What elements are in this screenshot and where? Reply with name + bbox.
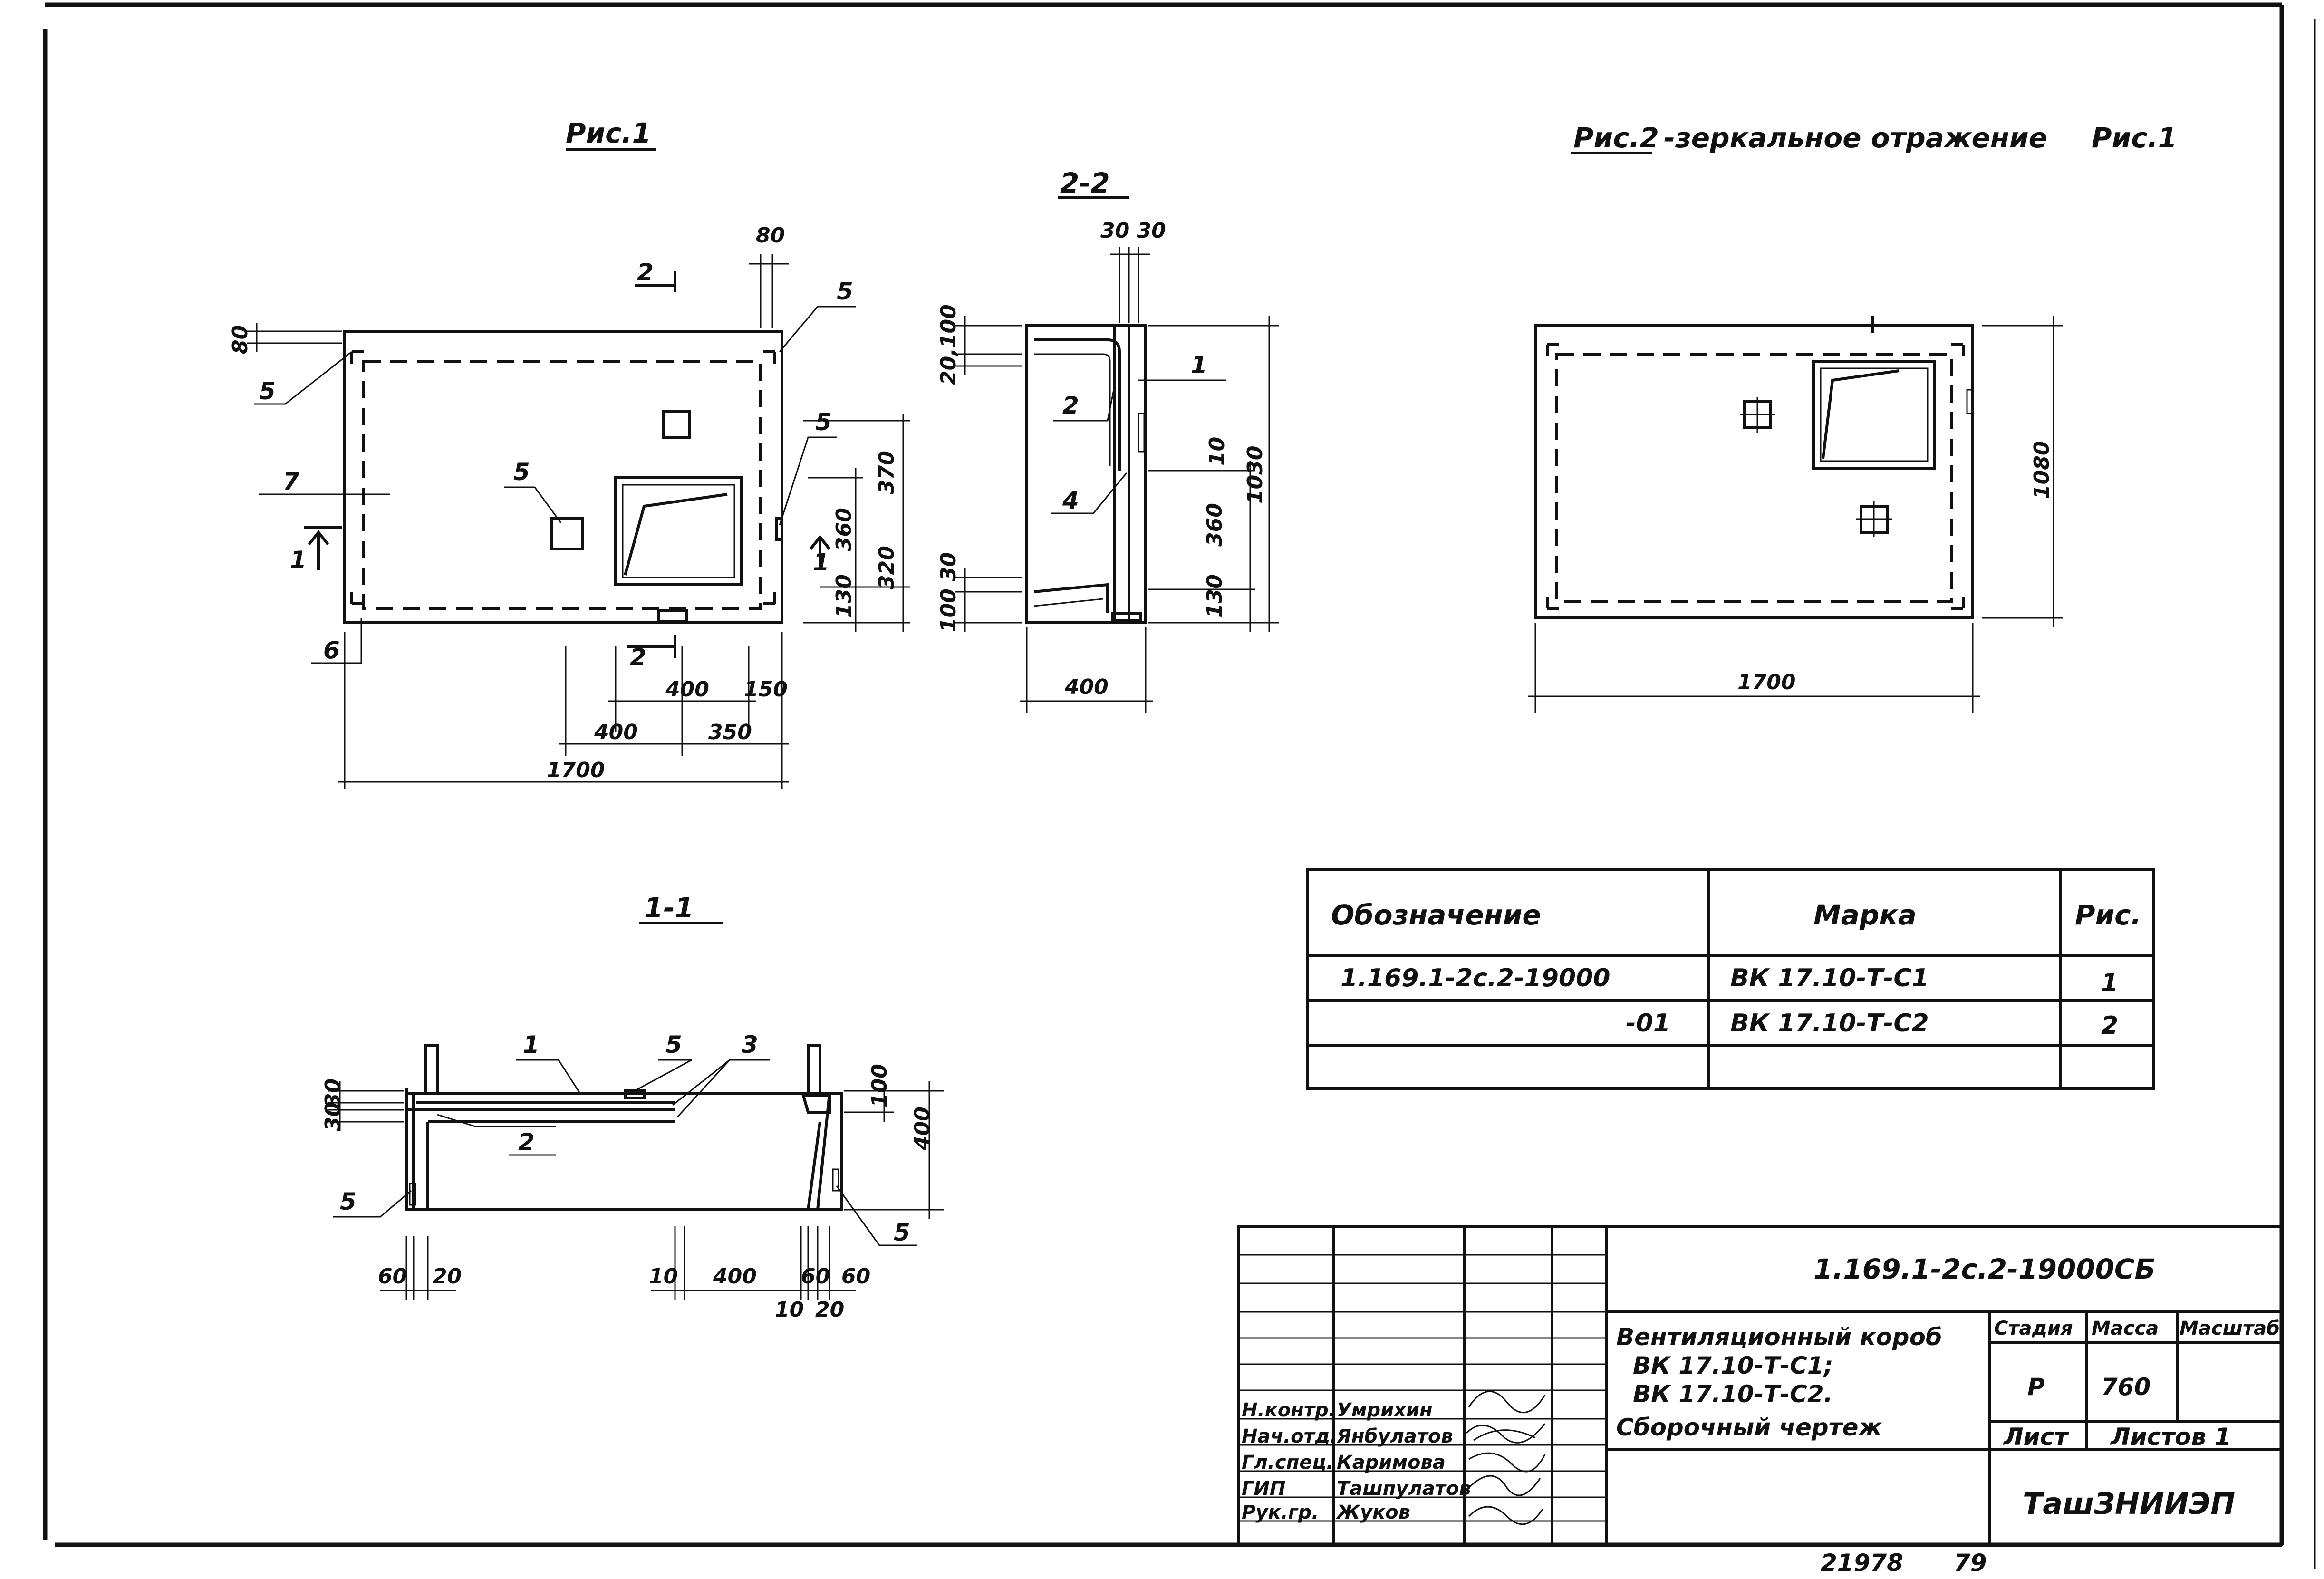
- sig-name-3: Каримова: [1337, 1452, 1446, 1473]
- sig-name-1: Умрихин: [1337, 1399, 1433, 1421]
- figure-1-plan: Рис.1 2 2 1 1 5 5 5 5: [228, 117, 910, 789]
- dim-1700-fig2: 1700: [1737, 670, 1795, 694]
- fig2-ref: Рис.1: [2092, 122, 2177, 154]
- callout-3-s11: 3: [742, 1031, 758, 1059]
- dim-130-s22: 130: [1203, 574, 1227, 618]
- spec-r2-mark: ВК 17.10-Т-С2: [1730, 1009, 1929, 1038]
- dim-130-fig1: 130: [832, 574, 856, 618]
- dim-10: 10: [1205, 437, 1229, 466]
- dim-30-30: 30 30: [1100, 219, 1166, 243]
- callout-2-s11: 2: [518, 1128, 535, 1156]
- sheets-label: Листов 1: [2110, 1423, 2231, 1451]
- callout-5-c: 5: [815, 408, 832, 436]
- sig-role-3: Гл.спец.: [1242, 1452, 1333, 1473]
- callout-5-d: 5: [513, 458, 530, 486]
- dim-400-s11-v: 400: [910, 1107, 935, 1151]
- fig2-caption: -зеркальное отражение: [1664, 122, 2047, 154]
- sig-name-2: Янбулатов: [1336, 1425, 1453, 1447]
- spec-r2-fig: 2: [2101, 1011, 2118, 1040]
- title-block: Н.контр. Умрихин Нач.отд. Янбулатов Гл.с…: [1237, 1225, 2283, 1546]
- sheet-frame: [43, 2, 2316, 1569]
- figure-2-mirror: Рис.2 -зеркальное отражение Рис.1 1080 1…: [1528, 122, 2177, 713]
- dim-30-s11-b: 30: [321, 1102, 345, 1131]
- dim-10-s11: 10: [649, 1264, 678, 1289]
- spec-r1-fig: 1: [2101, 969, 2118, 997]
- dim-20-left: 20: [433, 1264, 462, 1289]
- spec-table: Обозначение Марка Рис. 1.169.1-2с.2-1900…: [1306, 868, 2155, 1090]
- mass-value: 760: [2101, 1373, 2150, 1401]
- scale-label: Масштаб: [2179, 1318, 2280, 1339]
- callout-5-s11: 5: [665, 1031, 682, 1059]
- spec-header-mark: Марка: [1813, 899, 1917, 931]
- spec-r2-designation: -01: [1626, 1009, 1670, 1038]
- callout-5-b: 5: [837, 278, 853, 305]
- callout-5-s11-left: 5: [340, 1188, 357, 1215]
- name-line-2: ВК 17.10-Т-С1;: [1633, 1352, 1833, 1379]
- spec-r1-mark: ВК 17.10-Т-С1: [1730, 964, 1929, 992]
- dim-360-fig1: 360: [832, 508, 856, 551]
- callout-2-s22: 2: [1062, 392, 1079, 419]
- name-line-4: Сборочный чертеж: [1616, 1414, 1883, 1441]
- stage-label: Стадия: [1994, 1318, 2073, 1339]
- section-11-title: 1-1: [644, 892, 694, 924]
- fig2-title: Рис.2: [1573, 122, 1659, 154]
- cut-2-label-bottom: 2: [630, 644, 646, 671]
- mass-label: Масса: [2092, 1318, 2159, 1339]
- dim-30-s11-a: 30: [321, 1078, 345, 1107]
- dim-400-s22: 400: [1064, 675, 1109, 699]
- dim-60-left: 60: [378, 1264, 407, 1289]
- footer-num: 79: [1954, 1549, 1987, 1577]
- cut-2-label-top: 2: [637, 259, 654, 286]
- cut-1-label-left: 1: [290, 546, 307, 574]
- dim-150: 150: [744, 677, 788, 702]
- dim-100-s11: 100: [868, 1064, 892, 1107]
- sig-role-5: Рук.гр.: [1242, 1502, 1319, 1523]
- spec-r1-designation: 1.169.1-2с.2-19000: [1340, 964, 1610, 992]
- dim-80-top: 80: [756, 223, 785, 248]
- name-line-3: ВК 17.10-Т-С2.: [1633, 1380, 1833, 1408]
- dim-350: 350: [708, 720, 752, 744]
- footer-inv: 21978: [1821, 1549, 1903, 1577]
- dim-400-s11-h: 400: [713, 1264, 757, 1289]
- name-line-1: Вентиляционный короб: [1616, 1323, 1942, 1351]
- dim-20-100: 20,100: [936, 304, 961, 385]
- callout-6: 6: [323, 636, 340, 664]
- dim-80-left: 80: [228, 325, 252, 354]
- dim-320: 320: [875, 546, 899, 589]
- dim-1030: 1030: [1243, 446, 1267, 504]
- section-1-1: 1-1 1 5 3 2 5 5 30 30 100 400: [321, 892, 944, 1322]
- dim-370: 370: [875, 451, 899, 494]
- sig-name-4: Ташпулатов: [1337, 1478, 1471, 1500]
- callout-5-a: 5: [259, 377, 276, 405]
- section-22-title: 2-2: [1060, 167, 1110, 199]
- spec-header-designation: Обозначение: [1331, 899, 1541, 931]
- callout-1-s22: 1: [1191, 351, 1207, 379]
- dim-60-right: 60: [841, 1264, 870, 1289]
- fig1-title: Рис.1: [566, 117, 651, 149]
- dim-400-b: 400: [594, 720, 638, 744]
- signature-scribbles: [1466, 1390, 1546, 1525]
- callout-7: 7: [283, 468, 299, 495]
- sig-role-2: Нач.отд.: [1242, 1425, 1337, 1447]
- section-2-2: 2-2 1 2 4 30 30 20,100 100 30 10 360 130…: [936, 167, 1279, 713]
- dim-1080: 1080: [2030, 441, 2054, 499]
- callout-4-s22: 4: [1062, 487, 1079, 514]
- sig-name-5: Жуков: [1335, 1502, 1410, 1523]
- sig-role-1: Н.контр.: [1242, 1399, 1336, 1421]
- organization: ТашЗНИИЭП: [2023, 1486, 2235, 1521]
- dim-60-mid: 60: [801, 1264, 830, 1289]
- dim-400-a: 400: [665, 677, 709, 702]
- doc-code: 1.169.1-2с.2-19000СБ: [1813, 1253, 2156, 1285]
- dim-10-bottom: 10: [775, 1298, 804, 1322]
- dim-360-s22: 360: [1203, 503, 1227, 547]
- dim-20-bottom: 20: [815, 1298, 844, 1322]
- stage-value: Р: [2027, 1373, 2045, 1401]
- sheet-label: Лист: [2003, 1423, 2069, 1451]
- callout-1-s11: 1: [523, 1031, 540, 1059]
- sig-role-4: ГИП: [1242, 1478, 1285, 1500]
- callout-5-s11-right: 5: [894, 1219, 910, 1246]
- spec-header-fig: Рис.: [2075, 899, 2141, 931]
- dim-1700-fig1: 1700: [547, 758, 605, 782]
